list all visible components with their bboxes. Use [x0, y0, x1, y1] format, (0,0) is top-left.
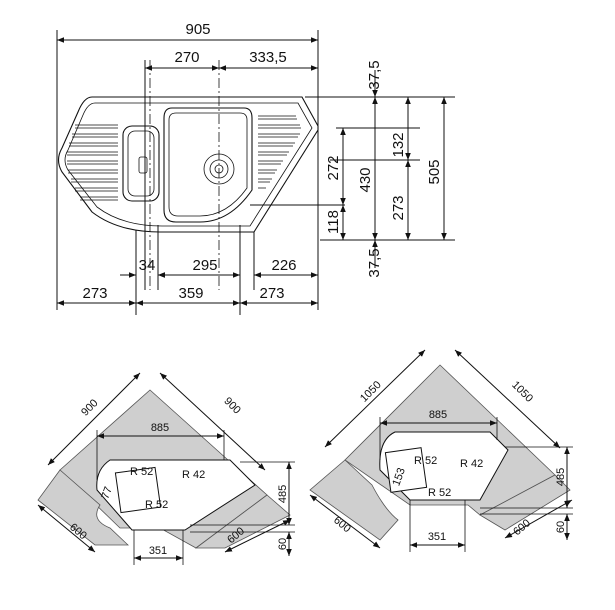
install-diagram-900: 900 900 885 R 52 R 42 R 52 77 485 60 600… [37, 372, 295, 565]
dim-333-5: 333,5 [249, 49, 287, 66]
left-depth: 485 [277, 485, 289, 503]
left-inset: 77 [99, 485, 114, 501]
dim-273-right: 273 [259, 285, 284, 302]
dim-226: 226 [271, 257, 296, 274]
sink-top-view [57, 60, 319, 290]
right-front: 351 [428, 531, 446, 543]
dim-430: 430 [357, 167, 374, 192]
right-r52-b: R 52 [428, 487, 451, 499]
right-side-a: 1050 [358, 379, 384, 405]
right-gap: 60 [555, 521, 567, 533]
right-cutout-width: 885 [429, 409, 447, 421]
dim-505: 505 [426, 159, 443, 184]
dim-905: 905 [185, 21, 210, 38]
dim-295: 295 [192, 257, 217, 274]
left-drainer-ribs [67, 124, 118, 201]
dim-118: 118 [325, 210, 342, 234]
dim-37-5-bottom: 37,5 [366, 248, 383, 277]
dim-359: 359 [178, 285, 203, 302]
right-r42: R 42 [460, 458, 483, 470]
dim-37-5-top: 37,5 [366, 60, 383, 89]
right-side-b: 1050 [509, 379, 535, 405]
left-r52-a: R 52 [130, 466, 153, 478]
right-depth: 485 [555, 468, 567, 486]
dim-270: 270 [174, 49, 199, 66]
install-diagram-1050: 1050 1050 885 R 52 R 42 R 52 153 485 60 … [309, 349, 573, 552]
dim-272: 272 [325, 155, 342, 180]
left-r42: R 42 [182, 469, 205, 481]
dim-34: 34 [139, 257, 156, 274]
left-front: 351 [149, 545, 167, 557]
left-gap: 60 [277, 538, 289, 550]
left-r52-b: R 52 [145, 499, 168, 511]
right-drainer-ribs [258, 115, 301, 189]
dim-273-vertical: 273 [390, 195, 407, 220]
left-side-b: 900 [221, 395, 242, 416]
right-inset: 153 [390, 466, 408, 487]
right-r52-a: R 52 [414, 455, 437, 467]
left-cutout-width: 885 [151, 422, 169, 434]
top-dimensions: 905 270 333,5 37,5 132 505 272 430 273 1… [56, 21, 455, 315]
dim-273-left: 273 [82, 285, 107, 302]
dim-132: 132 [390, 132, 407, 157]
